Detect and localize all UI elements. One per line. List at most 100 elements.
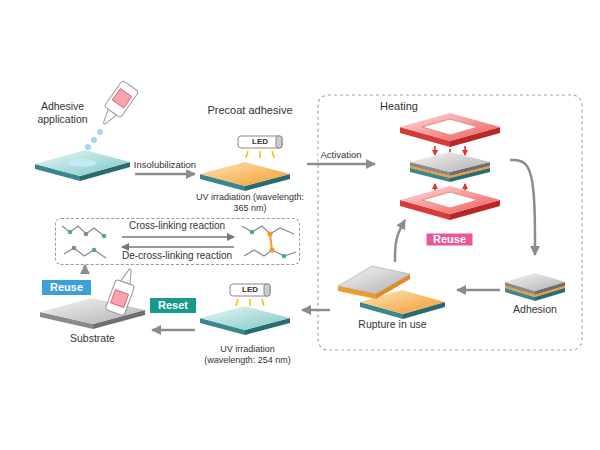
edge-label: Insolubilization [132,159,198,170]
flow-arrow [395,220,405,262]
heater-part [422,192,478,208]
polymer-beads-part [68,230,73,235]
glue-bottle [105,266,140,316]
heating-stage: Heating [375,100,510,220]
crosslink-beads-part [267,231,272,236]
heater-part [410,168,450,182]
reaction-arrows [122,237,234,247]
stage-label: UV irradiation (wavelength: 365 nm) [195,192,305,214]
reuse-badge: Reuse [42,280,91,295]
stage-label: Adhesion [500,303,570,316]
badge-label: Reuse [433,233,466,246]
glue-bottle-part [111,290,129,308]
stage-label: Adhesive application [25,100,100,125]
flow-arrow [152,329,195,332]
stage-label: LED [230,284,270,296]
glue-bottle-part [112,89,131,108]
adhesive-drops-part [98,130,103,135]
stage-label: De-cross-linking reaction [56,250,298,262]
precoated-plate-part [200,162,290,186]
stage-label: Rupture in use [330,318,455,331]
coated-plate [35,150,130,181]
glue-bottle-part [100,109,116,126]
polymer-beads-part [92,248,97,253]
flow-arrow [307,163,375,166]
badge-label: Reset [158,299,188,312]
reset-plate-part [200,306,290,330]
reset-uv-stage: LED UV irradiation (wavelength: 254 nm) [195,280,302,375]
led-lamp-part-part [249,299,251,306]
led-lamp-part [276,136,282,148]
crosslink-beads-part [282,254,287,259]
flow-arrow [84,265,87,274]
led-lamp-part-part [262,299,264,306]
flow-arrow [302,309,330,312]
adhesion-stage: Adhesion [500,255,572,320]
heater-part-part [434,146,436,155]
reset-badge: Reset [150,298,196,313]
bonded-plates-part [505,288,535,301]
reaction-box: Cross-linking reactionDe-cross-linking r… [55,218,300,265]
coated-plate-part [68,159,96,167]
linear-polymer-part [62,226,104,236]
led-lamp-part [246,151,274,158]
bottom-row-illustration [40,266,290,335]
glue-bottle-part [121,268,135,285]
polymer-beads-part [72,246,77,251]
crosslink-beads [250,230,287,259]
stage-label: Heating [380,100,440,113]
heater-part [400,186,500,214]
reaction-arrows-part [122,246,234,247]
adhesive-drops [86,130,103,150]
linear-polymer-part [64,248,106,258]
bonded-plates-part [535,288,565,301]
linear-polymer [62,226,106,258]
ruptured-plates [338,266,445,319]
stage-label: Precoat adhesive [195,104,305,117]
reset-plate [200,306,290,335]
led-lamp-part [230,284,270,296]
heater-part [450,168,490,182]
crosslinked-polymer [242,226,296,256]
ruptured-plates-part [338,266,410,294]
polymer-beads-part [84,232,89,237]
bonded-plates-part [505,273,565,291]
led-lamp-part-part [236,299,238,306]
edge-label: Activation [318,149,363,160]
flow-arrow [457,289,500,292]
adhesive-drops-part [86,145,91,150]
adhesive-drops-part [92,138,97,143]
badge-label: Reuse [50,281,83,294]
crosslink-beads-part [269,247,274,252]
led-lamp-part [236,299,264,306]
polymer-beads-part [102,234,107,239]
heater [400,113,500,220]
application-stage: Adhesive application [25,98,135,183]
heater-part-part [464,146,466,155]
stage-label: Cross-linking reaction [56,220,298,232]
crosslink-beads-part [250,230,255,235]
led-lamp-part [238,136,282,148]
led-lamp [230,284,270,306]
led-lamp-part [264,284,270,296]
rupture-stage: Rupture in use [330,262,457,333]
flow-arrow [135,173,195,176]
led-lamp [238,136,282,158]
glue-bottle [96,80,139,129]
led-lamp-part-part [246,151,248,158]
polymer-beads [68,230,107,253]
top-row-illustration [35,80,290,191]
led-lamp-part-part [272,151,274,158]
precoated-plate [200,162,290,191]
precoat-stage: Precoat adhesiveLEDUV irradiation (wavel… [195,98,307,218]
reuse-badge: Reuse [425,232,474,247]
bonded-plates [505,273,565,301]
heater-part [400,113,500,141]
stage-label: Substrate [35,332,150,345]
stage-label: UV irradiation (wavelength: 254 nm) [195,344,300,366]
heater-part [422,119,478,135]
